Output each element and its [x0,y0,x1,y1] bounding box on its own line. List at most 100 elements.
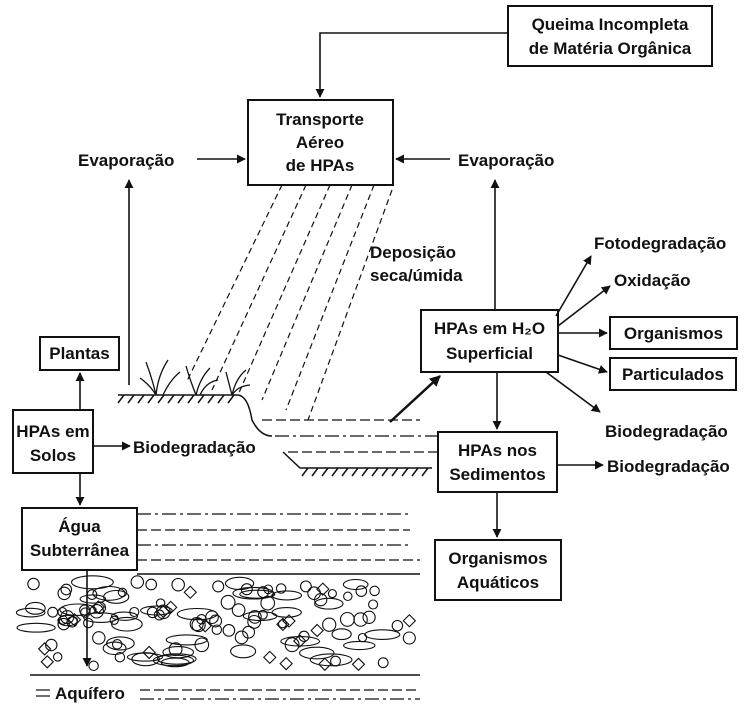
aquifer-pebble [114,651,126,663]
aquifer-pebble [47,606,59,618]
aquifer-pebble [299,646,335,660]
agua-line2: Subterrânea [30,541,130,560]
aquifer-pebble [377,657,389,669]
aquifer-pebble [16,622,56,633]
aquifer-pebble [59,603,97,616]
aquifer-pebble [314,593,328,607]
aquifer-pebble [364,629,401,640]
aquifer-pebble [239,589,276,599]
plantas-label: Plantas [49,344,109,363]
aquifer-pebble [194,637,210,653]
arrow-to-biodegradacao-water [545,371,601,413]
plants-illustration [139,359,251,396]
aquifer-pebble [140,605,173,616]
aquifer-pebble [342,578,369,591]
box-hpas-h2o-superficial: HPAs em H₂O Superficial [420,309,559,373]
aquifer-pebble [156,653,197,665]
aquifer-pebble [83,617,94,629]
aquifer-pebble [224,576,255,591]
aquifer-pebble [67,612,82,627]
arrows [75,32,611,667]
aquifer-pebble [57,617,70,631]
aquifer-pebble [57,586,71,601]
aquifer-pebble [130,575,145,589]
aquifer-pebble [92,631,106,645]
aquifer-pebble [15,607,46,618]
aquifer-pebble [25,601,46,615]
aquifer-pebble [103,589,130,604]
aquifer-pebble [316,582,330,596]
aquifer-pebble [343,640,376,651]
aquifer-pebble [88,660,99,672]
particulados-label: Particulados [622,365,724,384]
deposition-lines [185,184,393,421]
aquifer-pebble [66,616,78,628]
aquifer-pebble [37,642,52,656]
aquifer-pebble [27,577,40,591]
biodegradacao-water-label: Biodegradação [605,422,728,441]
aquifer-pebble [142,645,156,660]
h2o-line1: HPAs em H₂O [434,319,545,338]
sedimentos-line1: HPAs nos [458,441,537,460]
aquifer-pebble [212,580,225,593]
agua-line1: Água [58,517,101,536]
aquifer-pebble [275,583,287,594]
aquifer-pebble [183,585,198,600]
aquifer-pebble [198,619,212,633]
aquifer-pebble [314,597,344,610]
aquifer-pebble [353,612,368,627]
groundwater-lines [30,513,420,700]
aquifer-pebble [86,589,98,600]
aquifer-pebble [220,594,236,610]
aquifer-pebble [155,598,166,608]
aquifer-pebble [277,619,288,629]
aquifer-pebble [339,611,355,627]
aquifer-pebble [40,655,55,669]
aquifer-pebble [211,624,223,635]
org-aquaticos-line1: Organismos [448,549,547,568]
aquifer-pebble [70,575,114,590]
surface-water-lines [262,419,438,453]
arrow-queima-to-transporte [315,32,508,98]
aquifer-pebble [102,641,127,656]
aquifer-pebble [391,619,404,632]
aquifer-pebble [129,606,140,618]
aquifer-pebble [126,652,163,662]
aquifer-pebble [262,650,277,665]
aquifer-pebble [330,655,341,667]
box-hpas-sedimentos: HPAs nos Sedimentos [437,431,558,493]
box-organismos-aquaticos: Organismos Aquáticos [434,539,562,601]
evaporacao-right-label: Evaporação [458,151,554,170]
box-queima: Queima Incompleta de Matéria Orgânica [507,5,713,67]
aquifer-pebble [271,607,302,618]
aquifer-pebble [292,634,307,648]
arrow-to-fotodegradacao [555,255,592,317]
aquifero-label: Aquífero [55,684,125,703]
aquifer-pebble [234,630,249,645]
aquifer-pebble [351,657,366,672]
biodegradacao-soil-label: Biodegradação [133,438,256,457]
aquifer-pebble [209,614,223,628]
aquifer-pebble [357,632,368,643]
aquifer-pebble [369,585,380,597]
h2o-line2: Superficial [446,344,533,363]
aquifer-pebble [168,642,183,657]
aquifer-pebble [402,631,416,645]
arrow-to-particulados [557,354,608,374]
oxidacao-label: Oxidação [614,271,691,290]
aquifer-pebble [307,586,321,601]
arrow-runoff-to-h2o [389,375,441,423]
aquifer-pebble [355,585,368,597]
aquifer-pebble [111,616,143,632]
aquifer-pebble [318,657,332,672]
queima-line2: de Matéria Orgânica [529,39,692,58]
aquifer-pebble [162,646,195,659]
aquifer-pebble [282,614,296,628]
aquifer-pebble [106,636,135,651]
box-hpas-solos: HPAs em Solos [12,409,94,474]
box-organismos: Organismos [609,316,738,350]
solos-line2: Solos [30,446,76,465]
solos-line1: HPAs em [16,422,89,441]
